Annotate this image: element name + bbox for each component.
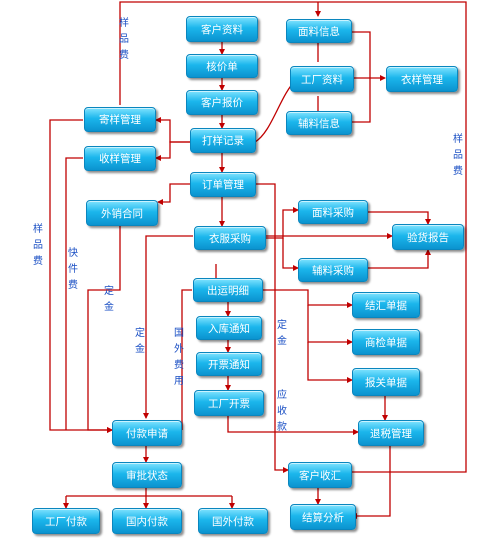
label-express-fee: 快件费 bbox=[68, 248, 78, 291]
label-deposit-3: 定金 bbox=[277, 320, 287, 347]
node-garment-sample[interactable]: 衣样管理 bbox=[386, 66, 458, 92]
connector-arrow bbox=[262, 289, 353, 308]
node-approval-status[interactable]: 审批状态 bbox=[112, 462, 182, 488]
connector-arrow bbox=[119, 1, 467, 475]
label-foreign-fee: 国外费用 bbox=[174, 328, 184, 387]
label-deposit-1: 定金 bbox=[104, 286, 114, 313]
node-payment-request[interactable]: 付款申请 bbox=[112, 420, 182, 446]
connector-arrow bbox=[255, 183, 289, 473]
node-settlement-analysis[interactable]: 结算分析 bbox=[290, 504, 356, 530]
connector-arrow bbox=[155, 141, 190, 161]
node-factory-payment[interactable]: 工厂付款 bbox=[32, 508, 100, 534]
label-sample-fee-top: 样品费 bbox=[119, 18, 129, 61]
connector-arrow bbox=[368, 249, 431, 269]
connector-arrow bbox=[155, 117, 190, 143]
node-sample-receive[interactable]: 收样管理 bbox=[84, 146, 156, 171]
node-factory-info[interactable]: 工厂资料 bbox=[290, 66, 354, 92]
node-order-mgmt[interactable]: 订单管理 bbox=[190, 172, 256, 197]
node-sample-send[interactable]: 寄样管理 bbox=[84, 107, 156, 132]
label-deposit-2: 定金 bbox=[135, 328, 145, 355]
node-warehouse-notice[interactable]: 入库通知 bbox=[196, 316, 262, 340]
node-accessory-purchase[interactable]: 辅料采购 bbox=[298, 258, 368, 282]
connector-arrow bbox=[352, 31, 371, 123]
node-tax-refund[interactable]: 退税管理 bbox=[358, 420, 424, 446]
connector-arrow bbox=[143, 235, 193, 419]
node-invoice-notice[interactable]: 开票通知 bbox=[196, 352, 262, 376]
node-shipment-detail[interactable]: 出运明细 bbox=[193, 278, 263, 302]
node-customer-receipt[interactable]: 客户收汇 bbox=[288, 462, 352, 488]
node-sample-record[interactable]: 打样记录 bbox=[190, 128, 256, 153]
connector-arrow bbox=[351, 446, 391, 519]
node-fabric-purchase[interactable]: 面料采购 bbox=[298, 200, 368, 224]
connector-arrow bbox=[157, 183, 190, 205]
node-fabric-info[interactable]: 面料信息 bbox=[286, 19, 352, 43]
node-customer-quote[interactable]: 客户报价 bbox=[186, 90, 258, 115]
label-sample-fee-left: 样品费 bbox=[33, 224, 43, 267]
label-receivable: 应收款 bbox=[277, 390, 287, 433]
node-inspection-report[interactable]: 验货报告 bbox=[392, 224, 464, 250]
node-garment-purchase[interactable]: 衣服采购 bbox=[194, 226, 266, 250]
node-foreign-payment[interactable]: 国外付款 bbox=[198, 508, 268, 534]
label-sample-fee-right: 样品费 bbox=[453, 134, 463, 177]
node-accessory-info[interactable]: 辅料信息 bbox=[286, 111, 352, 135]
node-domestic-payment[interactable]: 国内付款 bbox=[112, 508, 182, 534]
connector-arrow bbox=[227, 416, 359, 435]
node-price-check[interactable]: 核价单 bbox=[186, 54, 258, 78]
connector-arrow bbox=[87, 222, 121, 433]
connector-arrow bbox=[181, 289, 192, 430]
connector-arrow bbox=[49, 119, 113, 433]
connector-arrow bbox=[307, 305, 353, 345]
node-customs-doc[interactable]: 报关单据 bbox=[352, 368, 420, 396]
node-customer-info[interactable]: 客户资料 bbox=[186, 16, 258, 42]
node-commodity-doc[interactable]: 商检单据 bbox=[352, 329, 420, 355]
connector-arrow bbox=[282, 238, 299, 271]
connector-arrow bbox=[265, 207, 299, 239]
node-settlement-doc[interactable]: 结汇单据 bbox=[352, 292, 420, 318]
connector-arrow bbox=[368, 211, 431, 225]
node-export-contract[interactable]: 外销合同 bbox=[86, 200, 158, 226]
node-factory-invoice[interactable]: 工厂开票 bbox=[194, 390, 264, 416]
connector-arrow bbox=[65, 157, 83, 430]
connector-arrow bbox=[307, 342, 353, 383]
